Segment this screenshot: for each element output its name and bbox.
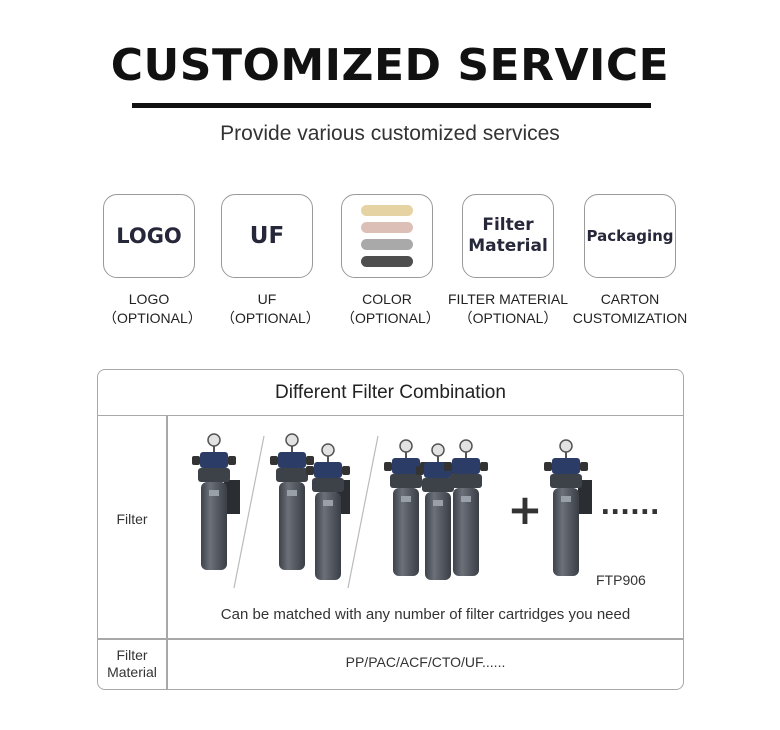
filter-material-card-text-2: Material — [468, 236, 548, 256]
color-swatch-beige — [361, 205, 413, 216]
plus-sign: + — [507, 485, 542, 534]
uf-card-text: UF — [249, 223, 285, 249]
filter-unit-triple-1 — [383, 439, 429, 577]
row-label-filter-material: Filter Material — [107, 647, 157, 680]
logo-option-label: LOGO （OPTIONAL） — [103, 291, 202, 326]
logo-card-text: LOGO — [116, 224, 182, 248]
combination-caption: Can be matched with any number of filter… — [220, 606, 631, 623]
filter-material-card-text-1: Filter — [482, 215, 534, 235]
page-subtitle: Provide various customized services — [220, 122, 560, 145]
table-row-divider — [98, 638, 683, 640]
filter-material-option-card[interactable]: Filter Material — [462, 194, 554, 278]
bracket-shape — [578, 480, 592, 514]
carton-option-label: CARTON CUSTOMIZATION — [572, 291, 688, 326]
logo-option-card[interactable]: LOGO — [103, 194, 195, 278]
color-option-label: COLOR （OPTIONAL） — [341, 291, 440, 326]
row-label-filter: Filter — [116, 511, 148, 527]
divider-line — [233, 435, 265, 589]
divider-line — [347, 435, 379, 589]
color-option-card[interactable] — [341, 194, 433, 278]
ellipsis-more: ...... — [600, 491, 659, 521]
filter-material-option-label: FILTER MATERIAL （OPTIONAL） — [448, 291, 569, 326]
page-title: CUSTOMIZED SERVICE — [110, 40, 670, 91]
uf-option-label: UF （OPTIONAL） — [221, 291, 320, 326]
model-number: FTP906 — [596, 572, 646, 588]
color-swatch-gray — [361, 239, 413, 250]
color-swatch-dark-gray — [361, 256, 413, 267]
table-heading: Different Filter Combination — [98, 370, 683, 416]
filter-unit-double-1 — [269, 433, 315, 571]
title-underline — [132, 103, 651, 108]
packaging-card-text: Packaging — [586, 227, 674, 245]
filter-material-list: PP/PAC/ACF/CTO/UF...... — [345, 654, 506, 670]
packaging-option-card[interactable]: Packaging — [584, 194, 676, 278]
color-swatch-pink — [361, 222, 413, 233]
uf-option-card[interactable]: UF — [221, 194, 313, 278]
bracket-shape — [224, 480, 240, 514]
filter-combination-illustration: + ...... — [191, 433, 660, 589]
table-column-divider — [166, 416, 168, 689]
filter-combination-table: Different Filter Combination Filter Filt… — [97, 369, 684, 690]
